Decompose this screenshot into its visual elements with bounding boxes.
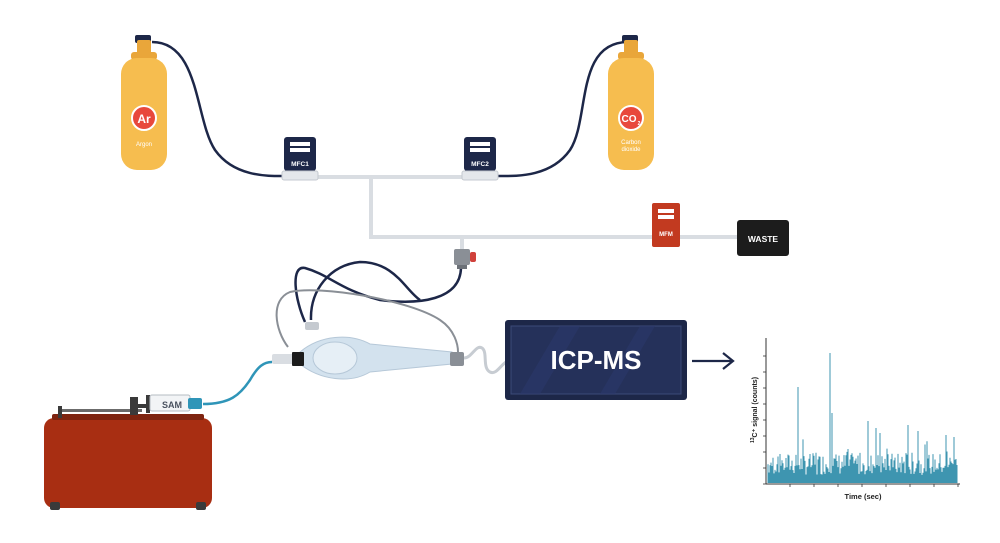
- argon-symbol: Ar: [137, 112, 151, 126]
- waste-box: WASTE: [737, 220, 789, 256]
- signal-plot: 13C⁺ signal (counts) Time (sec): [750, 338, 960, 501]
- argon-caption: Argon: [136, 142, 152, 148]
- makeup-gas-hose: [309, 260, 421, 321]
- mfm-meter: MFM: [652, 203, 680, 247]
- transfer-line: [463, 345, 507, 375]
- co2-badge: [618, 105, 644, 131]
- gas-lines: [151, 40, 738, 406]
- plot-xlabel: Time (sec): [845, 492, 882, 501]
- co2-caption-1: Carbon: [621, 140, 641, 146]
- plot-ylabel-superscript: 13: [750, 437, 756, 443]
- argon-badge: [131, 105, 157, 131]
- plot-ylabel: 13C⁺ signal (counts): [750, 377, 759, 443]
- mfc1-label: MFC1: [291, 161, 309, 168]
- argon-hose: [151, 40, 289, 178]
- co2-cylinder: CO 2 Carbon dioxide: [608, 35, 654, 170]
- pump-body: [44, 418, 212, 508]
- mfc2-controller: MFC2: [461, 137, 499, 181]
- sample-line: [202, 360, 273, 406]
- valve-to-nebulizer-hose: [294, 266, 463, 323]
- co2-symbol: CO: [622, 114, 637, 125]
- co2-subscript: 2: [638, 121, 641, 127]
- arrow-right-icon: [692, 352, 735, 370]
- mfc1-controller: MFC1: [281, 137, 319, 181]
- signal-trace: [767, 353, 958, 483]
- nebulizer-icon: [272, 322, 464, 380]
- syringe-label: SAM: [162, 400, 182, 410]
- icpms-instrument: ICP-MS: [505, 320, 687, 400]
- mfc2-label: MFC2: [471, 161, 489, 168]
- plot-ticks: [763, 355, 959, 487]
- co2-caption-2: dioxide: [621, 147, 641, 153]
- icpms-label: ICP-MS: [551, 345, 642, 375]
- mfm-label: MFM: [659, 232, 673, 238]
- waste-label: WASTE: [748, 234, 779, 244]
- plot-ylabel-text: C⁺ signal (counts): [752, 377, 759, 437]
- manifold-drop: [369, 177, 652, 239]
- syringe-pump-icon: SAM: [44, 394, 212, 510]
- argon-cylinder: Ar Argon: [121, 35, 167, 170]
- co2-hose: [495, 40, 629, 178]
- valve-icon: [454, 249, 476, 269]
- grey-gas-hose: [275, 289, 459, 353]
